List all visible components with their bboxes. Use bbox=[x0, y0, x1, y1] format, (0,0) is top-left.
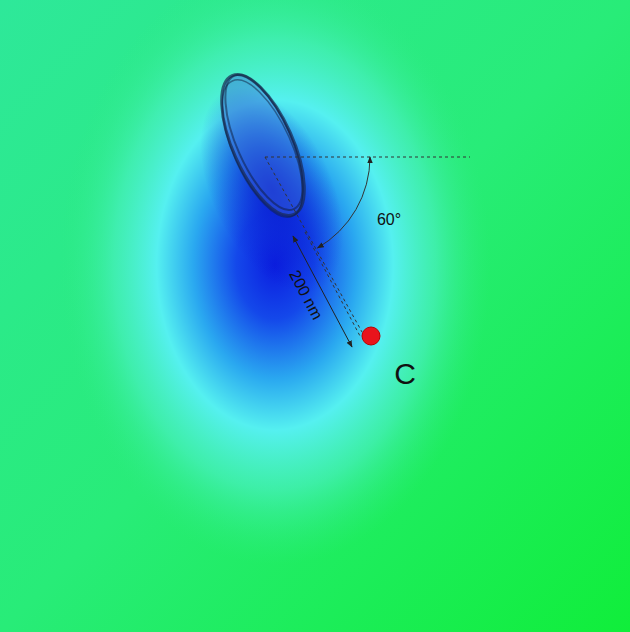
reference-line bbox=[265, 157, 470, 158]
point-label: C bbox=[394, 359, 416, 389]
axis-line bbox=[265, 157, 362, 332]
point-marker bbox=[362, 327, 380, 345]
nanorod bbox=[204, 63, 322, 228]
angle-arc bbox=[318, 157, 371, 248]
field-blob bbox=[60, 0, 490, 565]
angle-label: 60° bbox=[377, 212, 401, 228]
